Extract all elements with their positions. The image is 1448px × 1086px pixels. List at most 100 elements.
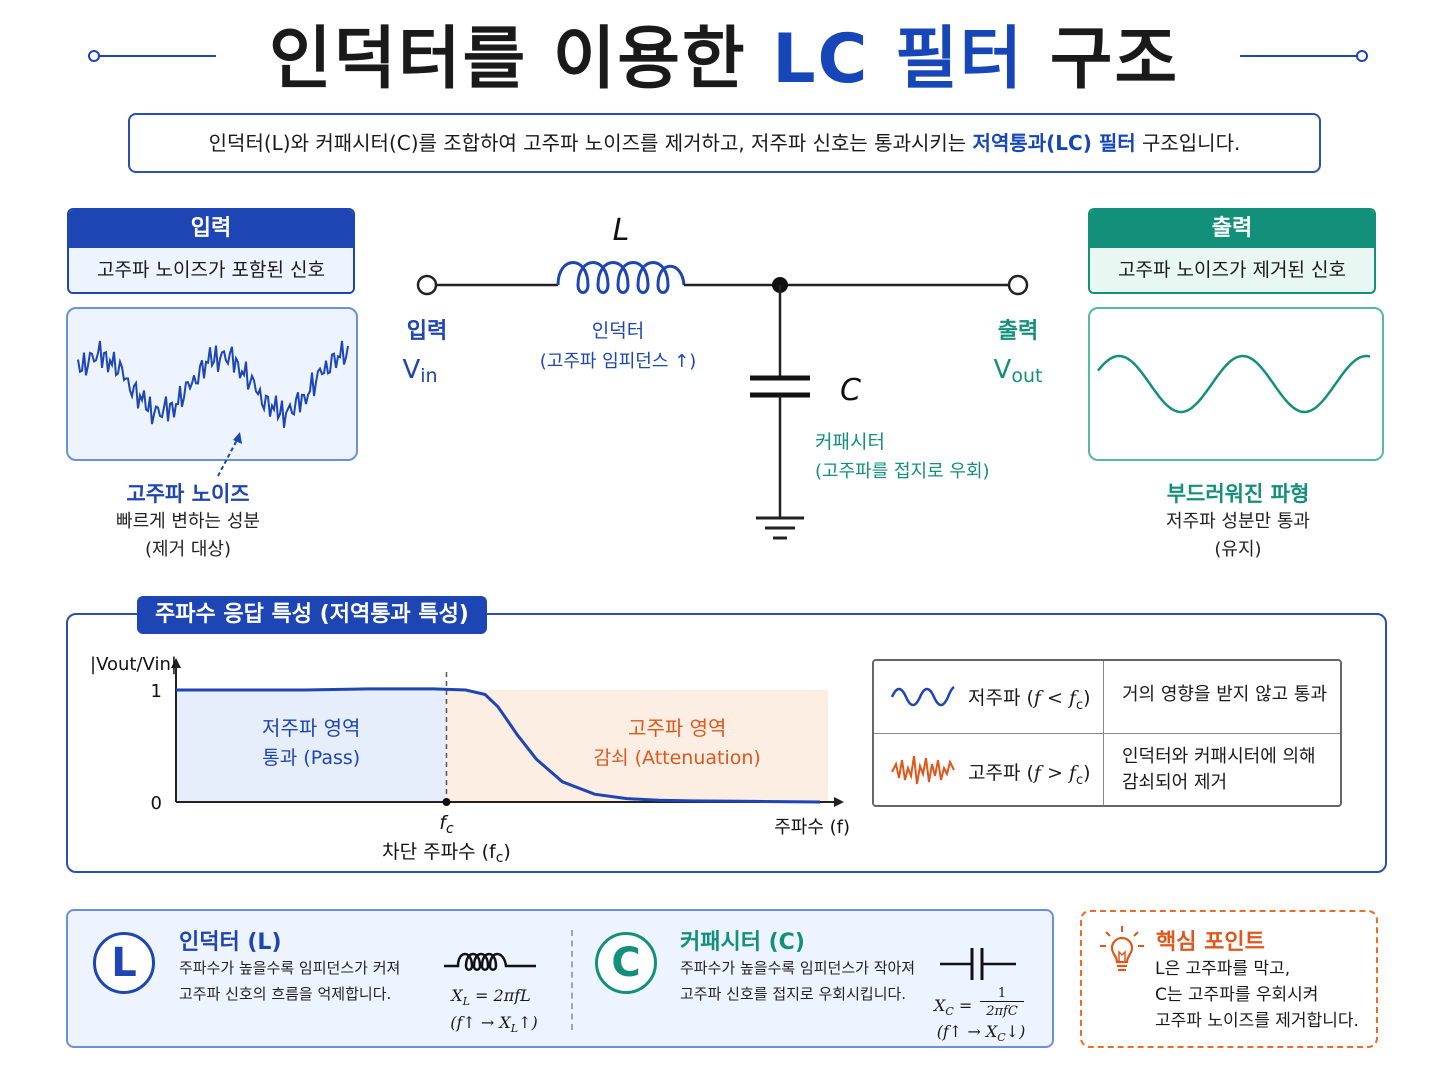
subtitle-text2: 구조입니다. [1135,131,1241,155]
capacitor-relation-text: (f↑ → X [936,1022,998,1041]
y-tick-1: 1 [151,681,162,702]
y-tick-0: 0 [151,793,162,814]
output-card: 출력 고주파 노이즈가 제거된 신호 [1088,208,1376,294]
title-right-decoration [1240,50,1368,62]
lightbulb-icon [1100,926,1144,972]
inductor-formula-sub: L [462,995,470,1009]
pass-region-name: 저주파 영역 [262,716,360,740]
capacitor-label: 커패시터 [815,431,885,453]
output-card-header: 출력 [1090,210,1374,248]
noisy-wave-line [77,340,349,428]
low-frequency-wave-icon [890,685,955,707]
input-card-header: 입력 [69,210,353,248]
fc-caption-sub: c [496,850,504,866]
key-point-card [1080,910,1378,1048]
input-caption-title: 고주파 노이즈 [126,482,250,506]
attenuation-region-fill [446,690,828,802]
inductor-note: (고주파 임피던스 ↑) [540,351,697,372]
legend-high-desc: 인덕터와 커패시터에 의해 감쇠되어 제거 [1122,744,1316,796]
input-caption-line2: (제거 대상) [144,539,231,560]
y-axis-label: |Vout/Vin| [90,654,177,675]
legend-low-sub: c [1075,697,1084,713]
response-curve [176,687,821,804]
capacitor-formula-x: X [934,996,946,1015]
capacitor-formula-num: 1 [980,986,1024,1002]
vout-v: V [994,355,1012,385]
capacitor-formula-eq: = [953,996,973,1015]
card-divider [571,930,573,1030]
output-caption-line2: (유지) [1214,539,1262,560]
input-card-desc: 고주파 노이즈가 포함된 신호 [69,248,353,292]
noisy-wave-panel [66,307,358,461]
fc-caption-end: ) [503,841,510,863]
legend-high-desc2: 감쇠되어 제거 [1122,772,1228,793]
input-caption-line1: 빠르게 변하는 성분 [116,511,260,532]
legend-row-low: 저주파 (f < fc) 거의 영향을 받지 않고 통과 [874,661,1340,733]
inductor-badge: L [93,932,155,994]
output-card-desc: 고주파 노이즈가 제거된 신호 [1090,248,1374,292]
inductor-formula-x: X [451,986,463,1005]
capacitor-symbol-icon [940,948,1016,980]
title-part1: 인덕터를 이용한 [268,20,773,99]
x-axis-arrowhead [834,797,844,807]
capacitor-relation-end: ↓) [1005,1022,1026,1041]
capacitor-formula-lhs: XC = [934,996,972,1018]
key-point-line2: C는 고주파를 우회시켜 [1155,985,1319,1005]
legend-low-suffix: ) [1083,687,1091,709]
attenuation-region-note: 감쇠 (Attenuation) [594,747,761,769]
cutoff-point [442,798,451,806]
capacitor-relation: (f↑ → XC↓) [926,1022,1036,1044]
cutoff-tick-label: fc [439,812,454,837]
input-terminal [416,274,438,296]
subtitle-box: 인덕터(L)와 커패시터(C)를 조합하여 고주파 노이즈를 제거하고, 저주파… [128,113,1321,173]
input-caption: 고주파 노이즈 빠르게 변하는 성분 (제거 대상) [60,478,316,564]
legend-high-prefix: 고주파 ( [968,762,1034,784]
inductor-formula-rhs: = 2πfL [469,986,531,1005]
key-point-title: 핵심 포인트 [1156,930,1265,955]
capacitor-formula-sub: C [945,1005,954,1019]
smooth-wave-graphic [1097,354,1371,414]
legend-high-suffix: ) [1083,762,1091,784]
pass-region-fill [176,690,447,802]
legend-high-cond: f > f [1033,762,1076,784]
legend-row-high: 고주파 (f > fc) 인덕터와 커패시터에 의해 감쇠되어 제거 [874,733,1340,805]
noisy-wave-graphic [77,340,349,428]
smooth-wave-panel [1088,307,1384,461]
inductor-relation-text: (f↑ → X [450,1013,511,1032]
capacitor-desc-line1: 주파수가 높을수록 임피던스가 작아져 [680,959,916,977]
fc-label-f: f [439,812,449,834]
inductor-formula: XL = 2πfL [436,986,546,1008]
attenuation-region-name: 고주파 영역 [628,716,726,740]
high-frequency-wave-icon [891,755,955,785]
component-summary-card [66,909,1054,1048]
capacitor-note: (고주파를 접지로 우회) [815,461,990,482]
y-axis-arrowhead [171,658,181,668]
lc-circuit-diagram: L C 입력 Vin 출력 Vout 인덕터 (고주파 임피던스 ↑) 커패시터… [402,213,1043,540]
inductor-card-title: 인덕터 (L) [179,930,282,955]
cutoff-caption: 차단 주파수 (fc) [382,841,511,866]
circuit-vout: Vout [994,355,1043,387]
legend-low-prefix: 저주파 ( [968,687,1034,709]
frequency-response-chart: |Vout/Vin| 1 0 주파수 (f) fc 차단 주파수 (fc) 저주… [90,654,850,866]
inductor-relation: (f↑ → XL↑) [436,1013,552,1035]
legend-low-desc: 거의 영향을 받지 않고 통과 [1122,684,1328,705]
fc-caption-text: 차단 주파수 (f [382,841,497,863]
frequency-section-tag: 주파수 응답 특성 (저역통과 특성) [137,596,487,634]
circuit-input-label: 입력 [407,319,447,344]
noise-pointer-arrow-icon [217,432,242,477]
output-terminal [1007,274,1029,296]
legend-low-cond: f < f [1033,687,1076,709]
inductor-label: 인덕터 [592,320,644,342]
capacitor-relation-sub: C [997,1031,1006,1045]
legend-high-name: 고주파 (f > fc) [968,758,1091,788]
pass-region-note: 통과 (Pass) [262,747,360,769]
title-part2: 구조 [1024,20,1180,99]
x-axis-label: 주파수 (f) [774,817,850,838]
output-caption: 부드러워진 파형 저주파 성분만 통과 (유지) [1110,478,1366,564]
capacitor-formula: XC = 1 2πfC [930,986,1030,1024]
page-title: 인덕터를 이용한 LC 필터 구조 [0,18,1448,102]
capacitor-formula-den: 2πfC [986,1004,1018,1019]
fc-label-sub: c [446,821,454,837]
inductor-relation-sub: L [510,1022,519,1036]
inductor-symbol: L [613,213,630,248]
